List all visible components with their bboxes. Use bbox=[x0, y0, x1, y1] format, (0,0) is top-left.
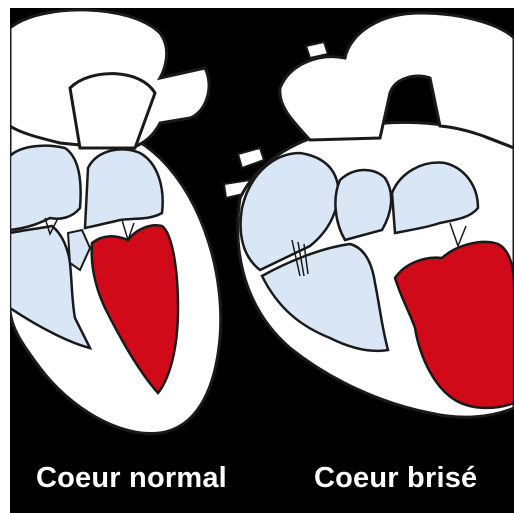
normal-left-atrium bbox=[85, 149, 163, 228]
normal-heart bbox=[10, 10, 221, 434]
label-broken-heart: Coeur brisé bbox=[314, 462, 477, 495]
label-normal-heart: Coeur normal bbox=[36, 462, 227, 495]
broken-middle-chamber bbox=[335, 170, 391, 240]
broken-vessel-stub-1 bbox=[238, 148, 264, 168]
hearts-illustration bbox=[10, 8, 514, 513]
broken-heart bbox=[224, 13, 514, 417]
diagram-panel: Coeur normal Coeur brisé bbox=[10, 8, 514, 513]
